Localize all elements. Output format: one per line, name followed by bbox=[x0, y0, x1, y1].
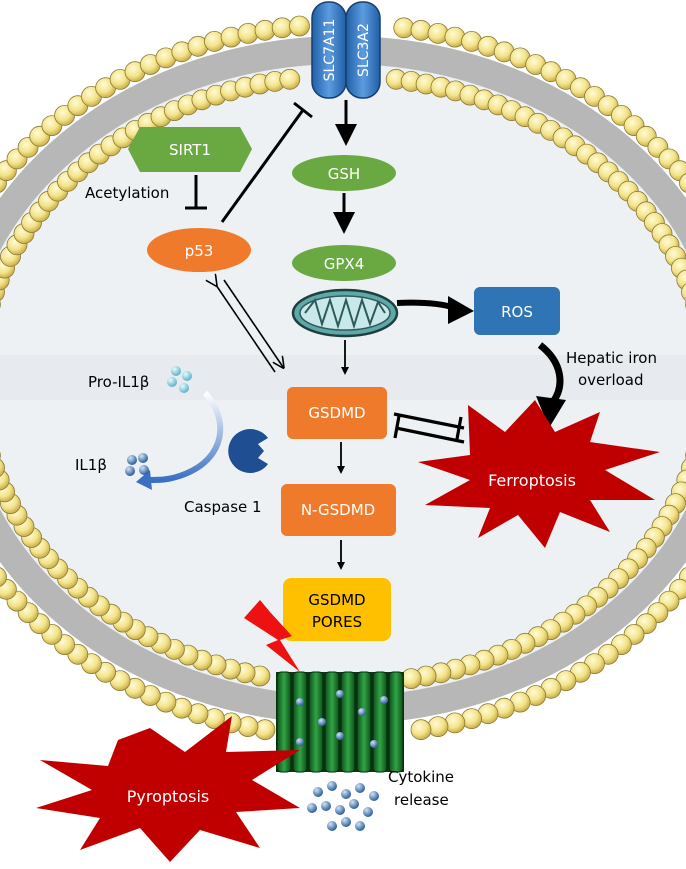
gsdmd-pores-node: GSDMD PORES bbox=[283, 578, 391, 641]
p53-to-gsdmd-arrow bbox=[223, 279, 283, 367]
p53-inhibit-transporter bbox=[220, 109, 305, 223]
gsh-node: GSH bbox=[292, 155, 396, 191]
gsdmd-pores-line1: GSDMD bbox=[308, 591, 365, 609]
lipid-head bbox=[0, 567, 7, 587]
ferroptosis-inhibit-gsdmd bbox=[395, 426, 465, 444]
lipid-head bbox=[271, 17, 293, 39]
channel-cytokine bbox=[336, 732, 344, 740]
cytokine-dot bbox=[341, 789, 351, 799]
il1b-dots bbox=[125, 453, 149, 476]
cytokine-dot bbox=[349, 799, 359, 809]
lipid-head bbox=[254, 719, 276, 741]
il1b-label: IL1β bbox=[75, 456, 107, 474]
cytokine-dot bbox=[363, 807, 373, 817]
cytokine-dot bbox=[321, 801, 331, 811]
gsdmd-label: GSDMD bbox=[308, 404, 365, 422]
n-gsdmd-label: N-GSDMD bbox=[301, 501, 375, 519]
lipid-head bbox=[0, 459, 5, 477]
ferroptosis-burst: Ferroptosis bbox=[418, 400, 660, 548]
acetylation-label: Acetylation bbox=[85, 184, 169, 202]
lipid-head bbox=[679, 173, 686, 193]
ferroptosis-label: Ferroptosis bbox=[488, 471, 576, 490]
slc7a11-label: SLC7A11 bbox=[322, 19, 338, 82]
pyroptosis-label: Pyroptosis bbox=[127, 787, 209, 806]
lipid-head bbox=[444, 712, 466, 734]
channel-cytokine bbox=[358, 708, 366, 716]
caspase1-label: Caspase 1 bbox=[184, 498, 262, 516]
cytokine-dot bbox=[327, 821, 337, 831]
caspase-cleavage-arrow bbox=[149, 390, 224, 483]
sirt1-label: SIRT1 bbox=[169, 141, 211, 159]
p53-node: p53 bbox=[147, 228, 251, 272]
gpx4-label: GPX4 bbox=[324, 255, 365, 273]
channel-subunit bbox=[388, 671, 404, 773]
caspase1-icon bbox=[228, 428, 268, 473]
lipid-head bbox=[279, 68, 301, 90]
gsh-label: GSH bbox=[328, 165, 360, 183]
n-gsdmd-node: N-GSDMD bbox=[281, 484, 396, 536]
lipid-head bbox=[254, 19, 276, 41]
lipid-head bbox=[681, 283, 686, 301]
lipid-head bbox=[410, 719, 432, 741]
cytokine-dot bbox=[335, 805, 345, 815]
hepatic-iron-line1: Hepatic iron bbox=[566, 349, 657, 367]
lipid-head bbox=[237, 716, 259, 737]
cytokine-dots bbox=[307, 781, 379, 831]
lipid-head bbox=[427, 716, 449, 737]
channel-subunit bbox=[340, 671, 356, 773]
cytokine-line2: release bbox=[394, 791, 449, 809]
slc3a2-label: SLC3A2 bbox=[356, 23, 372, 77]
lipid-head bbox=[0, 469, 10, 491]
cytokine-dot bbox=[327, 781, 337, 791]
channel-cytokine bbox=[318, 718, 326, 726]
lightning-icon bbox=[244, 600, 300, 672]
lipid-head bbox=[393, 17, 415, 39]
ros-label: ROS bbox=[501, 303, 533, 321]
lipid-head bbox=[237, 23, 259, 44]
cytokine-line1: Cytokine bbox=[388, 768, 454, 786]
lipid-head bbox=[410, 19, 432, 41]
channel-cytokine bbox=[336, 690, 344, 698]
gpx4-node: GPX4 bbox=[292, 245, 396, 281]
cytokine-dot bbox=[313, 787, 323, 797]
slc7a11-slc3a2-transporter: SLC7A11 SLC3A2 bbox=[311, 1, 381, 99]
lipid-head bbox=[676, 269, 686, 291]
cytokine-dot bbox=[307, 803, 317, 813]
channel-cytokine bbox=[296, 738, 304, 746]
ros-to-ferroptosis-arrow bbox=[537, 342, 564, 405]
lipid-head bbox=[427, 23, 449, 44]
gsdmd-node: GSDMD bbox=[287, 387, 387, 439]
lipid-head bbox=[400, 668, 422, 689]
lipid-head bbox=[289, 15, 310, 37]
pro-il1b-label: Pro-IL1β bbox=[88, 373, 149, 391]
mitochondrion-icon bbox=[291, 288, 399, 338]
p53-label: p53 bbox=[185, 242, 214, 260]
channel-subunit bbox=[276, 671, 292, 773]
sirt1-node: SIRT1 bbox=[128, 127, 252, 172]
gsdmd-to-p53-arrow bbox=[216, 285, 276, 373]
pro-il1b-dots bbox=[167, 366, 192, 393]
cytokine-dot bbox=[355, 783, 365, 793]
cytokine-dot bbox=[355, 821, 365, 831]
gsdmd-pores-line2: PORES bbox=[312, 613, 362, 631]
channel-cytokine bbox=[296, 698, 304, 706]
cytokine-dot bbox=[369, 791, 379, 801]
channel-cytokine bbox=[370, 740, 378, 748]
hepatic-iron-line2: overload bbox=[578, 371, 644, 389]
gsdmd-pore-channel bbox=[276, 671, 404, 773]
cytokine-dot bbox=[341, 817, 351, 827]
channel-subunit bbox=[356, 671, 372, 773]
pyroptosis-burst: Pyroptosis bbox=[36, 716, 300, 862]
channel-subunit bbox=[324, 671, 340, 773]
channel-cytokine bbox=[380, 696, 388, 704]
channel-subunit bbox=[292, 671, 308, 773]
ros-node: ROS bbox=[474, 287, 560, 335]
lipid-head bbox=[220, 26, 242, 48]
channel-subunit bbox=[372, 671, 388, 773]
gsdmd-inhibit-ferroptosis bbox=[393, 412, 465, 430]
